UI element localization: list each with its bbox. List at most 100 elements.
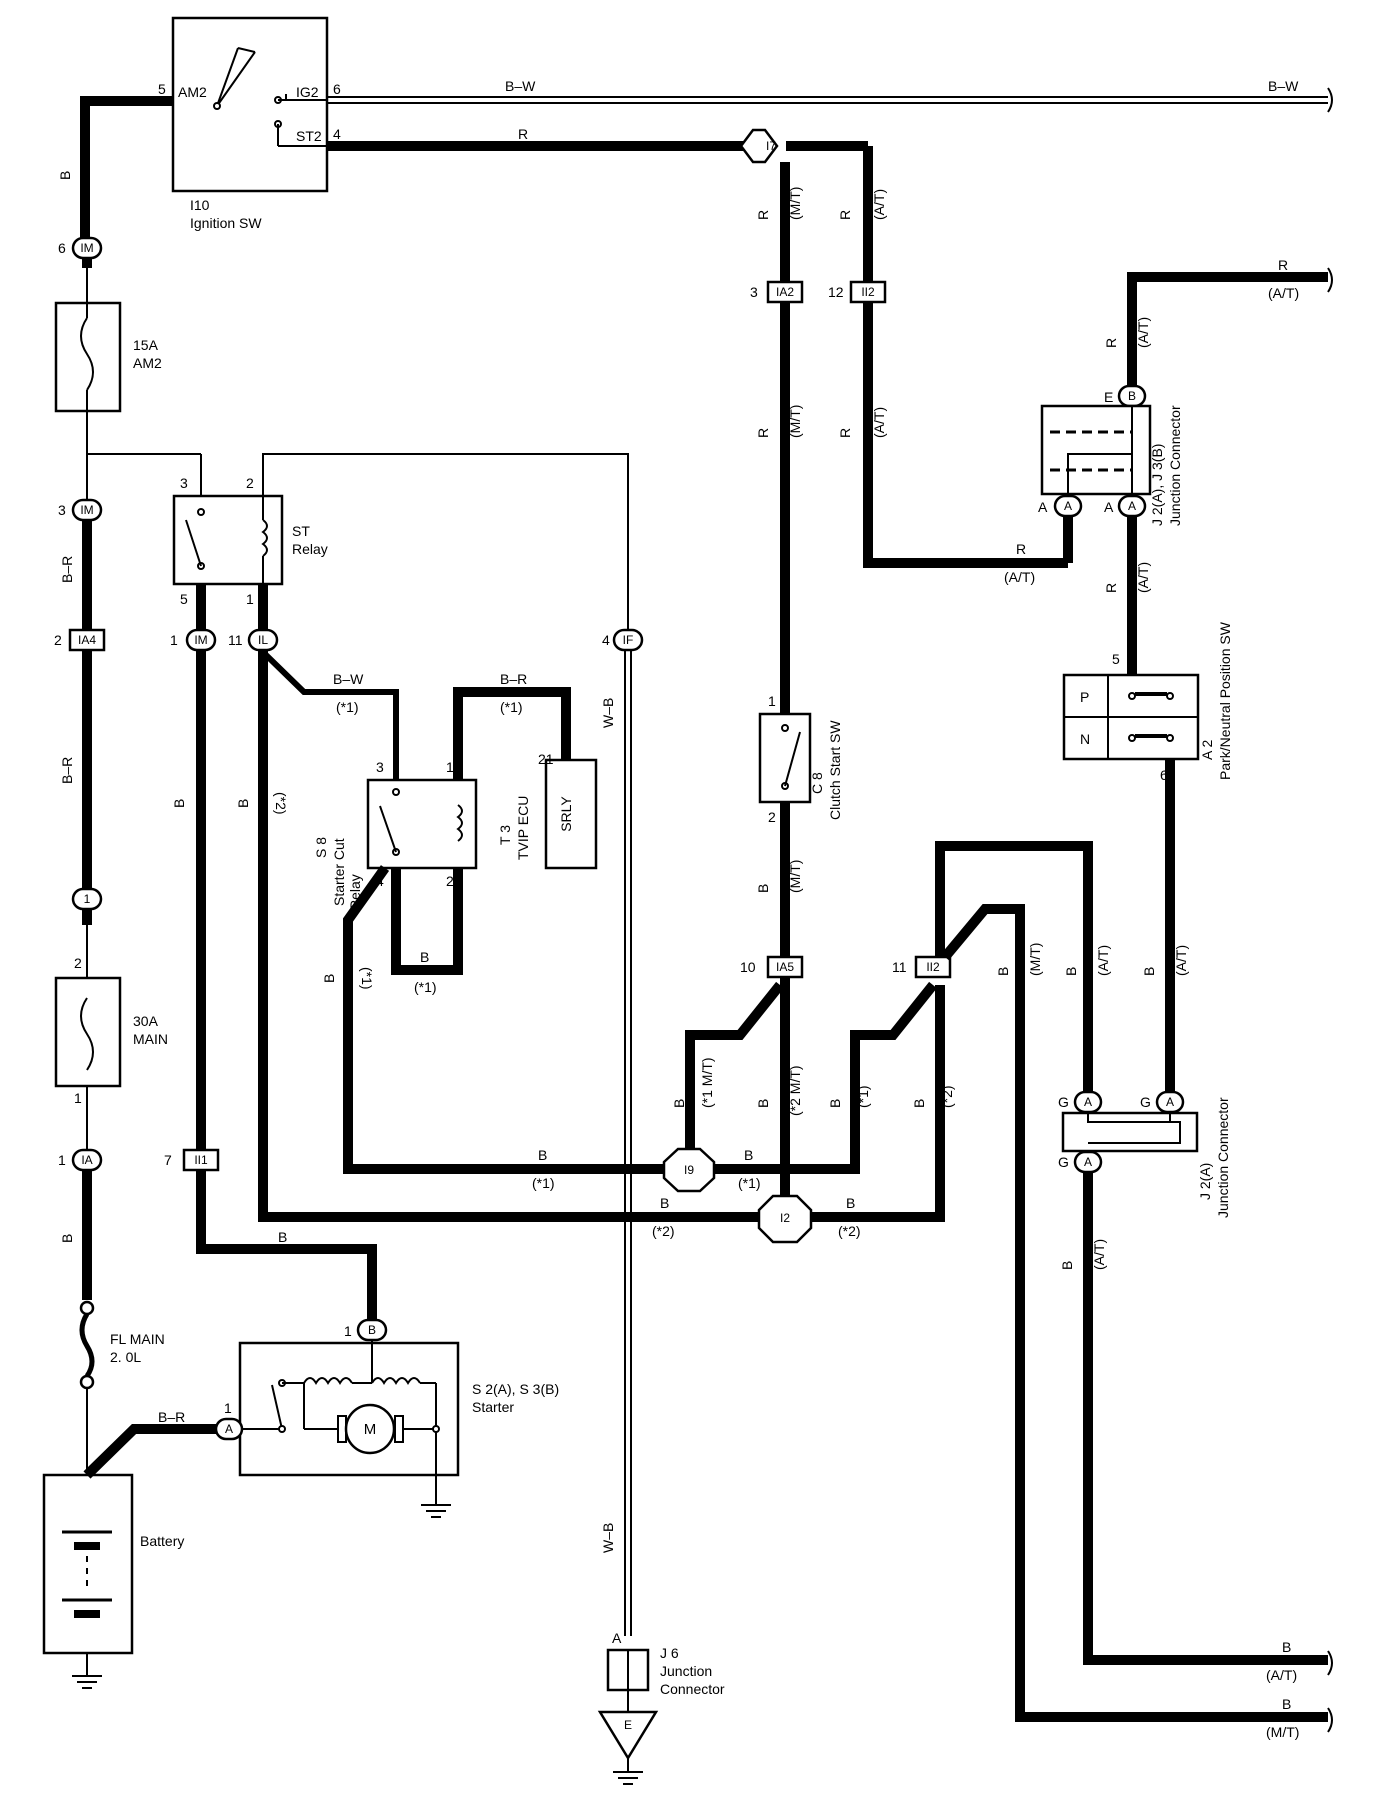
- svg-text:IM: IM: [80, 503, 93, 517]
- svg-text:(*2): (*2): [939, 1085, 955, 1108]
- svg-text:A: A: [612, 1630, 622, 1646]
- connector-a-g2: A: [1155, 1090, 1185, 1114]
- fusible-link-fl-main: [79, 1300, 95, 1390]
- am2-terminal-label: AM2: [178, 84, 207, 100]
- svg-text:1: 1: [344, 1323, 352, 1339]
- connector-1: 1: [71, 887, 103, 911]
- b-wire-at-output: [1083, 1172, 1328, 1665]
- svg-text:R: R: [755, 428, 771, 438]
- svg-text:B: B: [755, 884, 771, 893]
- svg-text:4: 4: [333, 126, 341, 142]
- svg-text:IA2: IA2: [776, 285, 794, 299]
- svg-text:I2: I2: [780, 1211, 790, 1225]
- connector-ia5: IA5: [766, 955, 804, 979]
- svg-text:B: B: [538, 1147, 547, 1163]
- svg-text:Junction: Junction: [660, 1663, 712, 1679]
- battery: [42, 1473, 134, 1655]
- svg-text:E: E: [1104, 389, 1113, 405]
- starter-id: S 2(A), S 3(B): [472, 1381, 559, 1397]
- svg-text:Starter Cut: Starter Cut: [331, 838, 347, 906]
- svg-text:R: R: [1016, 541, 1026, 557]
- svg-text:(A/T): (A/T): [1091, 1239, 1107, 1270]
- svg-text:6: 6: [333, 81, 341, 97]
- svg-text:B: B: [1059, 1261, 1075, 1270]
- svg-text:3: 3: [376, 759, 384, 775]
- svg-text:A: A: [1104, 499, 1114, 515]
- svg-text:1: 1: [768, 693, 776, 709]
- br-wire-ecu: [453, 687, 571, 780]
- svg-text:(M/T): (M/T): [1027, 943, 1043, 976]
- svg-text:6: 6: [58, 240, 66, 256]
- svg-text:A: A: [1128, 499, 1136, 513]
- svg-text:R: R: [1103, 338, 1119, 348]
- svg-text:(A/T): (A/T): [1268, 285, 1299, 301]
- svg-text:P: P: [1080, 689, 1089, 705]
- pnp-switch-name: Park/Neutral Position SW: [1217, 621, 1233, 780]
- svg-text:B: B: [744, 1147, 753, 1163]
- ground-point-ie: [597, 1710, 659, 1761]
- svg-text:2: 2: [246, 475, 254, 491]
- svg-text:10: 10: [740, 959, 756, 975]
- svg-text:1: 1: [58, 1152, 66, 1168]
- fuse-am2-name: AM2: [133, 355, 162, 371]
- svg-text:B–W: B–W: [505, 78, 536, 94]
- svg-text:B: B: [671, 1099, 687, 1108]
- svg-text:II1: II1: [194, 1153, 208, 1167]
- svg-text:(A/T): (A/T): [1135, 317, 1151, 348]
- connector-ia4: IA4: [68, 628, 106, 652]
- svg-text:M: M: [364, 1421, 377, 1438]
- svg-text:(*1): (*1): [855, 1085, 871, 1108]
- svg-text:B: B: [1141, 967, 1157, 976]
- svg-text:B: B: [995, 967, 1011, 976]
- ig2-terminal-label: IG2: [296, 84, 319, 100]
- svg-text:IA4: IA4: [78, 633, 96, 647]
- svg-text:B: B: [911, 1099, 927, 1108]
- svg-text:B–W: B–W: [333, 671, 364, 687]
- connector-a-g1: A: [1073, 1090, 1103, 1114]
- svg-text:N: N: [1080, 731, 1090, 747]
- svg-text:1: 1: [170, 632, 178, 648]
- svg-text:(*1): (*1): [738, 1175, 761, 1191]
- b-wire-ii1-starter: [196, 1170, 377, 1320]
- svg-text:5: 5: [158, 81, 166, 97]
- connector-im-mid: IM: [71, 498, 103, 522]
- b-wire-am2: [80, 96, 173, 238]
- svg-text:B: B: [827, 1099, 843, 1108]
- svg-text:A: A: [1084, 1095, 1092, 1109]
- svg-text:B: B: [420, 949, 429, 965]
- st2-terminal-label: ST2: [296, 128, 322, 144]
- svg-text:(M/T): (M/T): [787, 405, 803, 438]
- jc-j2-name: Junction Connector: [1215, 1097, 1231, 1218]
- junction-connector-j2: [1061, 1111, 1199, 1153]
- svg-text:E: E: [624, 1718, 632, 1732]
- svg-text:Connector: Connector: [660, 1681, 725, 1697]
- connector-i7: [739, 128, 779, 164]
- svg-text:(A/T): (A/T): [871, 407, 887, 438]
- svg-text:IM: IM: [194, 633, 207, 647]
- connector-il: IL: [247, 628, 279, 652]
- svg-text:A: A: [1038, 499, 1048, 515]
- svg-text:R: R: [1278, 257, 1288, 273]
- svg-text:2: 2: [446, 873, 454, 889]
- svg-text:R: R: [1103, 583, 1119, 593]
- fl-main-spec: 2. 0L: [110, 1349, 141, 1365]
- svg-text:W–B: W–B: [600, 698, 616, 728]
- svg-text:3: 3: [180, 475, 188, 491]
- fuse-main-name: MAIN: [133, 1031, 168, 1047]
- svg-text:A: A: [1084, 1155, 1092, 1169]
- connector-ii1: II1: [182, 1148, 220, 1172]
- ignition-switch-name: Ignition SW: [190, 215, 262, 231]
- svg-text:(*2 M/T): (*2 M/T): [787, 1065, 803, 1116]
- tvip-ecu: [544, 758, 598, 870]
- svg-text:1: 1: [446, 759, 454, 775]
- svg-text:R: R: [518, 126, 528, 142]
- svg-text:5: 5: [180, 591, 188, 607]
- svg-text:B: B: [57, 171, 73, 180]
- b-wire-i9-ii2: [714, 981, 937, 1174]
- svg-text:B: B: [660, 1195, 669, 1211]
- b-wire-i2-ii2: [811, 985, 945, 1222]
- svg-text:R: R: [837, 210, 853, 220]
- svg-text:R: R: [755, 210, 771, 220]
- st-relay-label-1: ST: [292, 523, 310, 539]
